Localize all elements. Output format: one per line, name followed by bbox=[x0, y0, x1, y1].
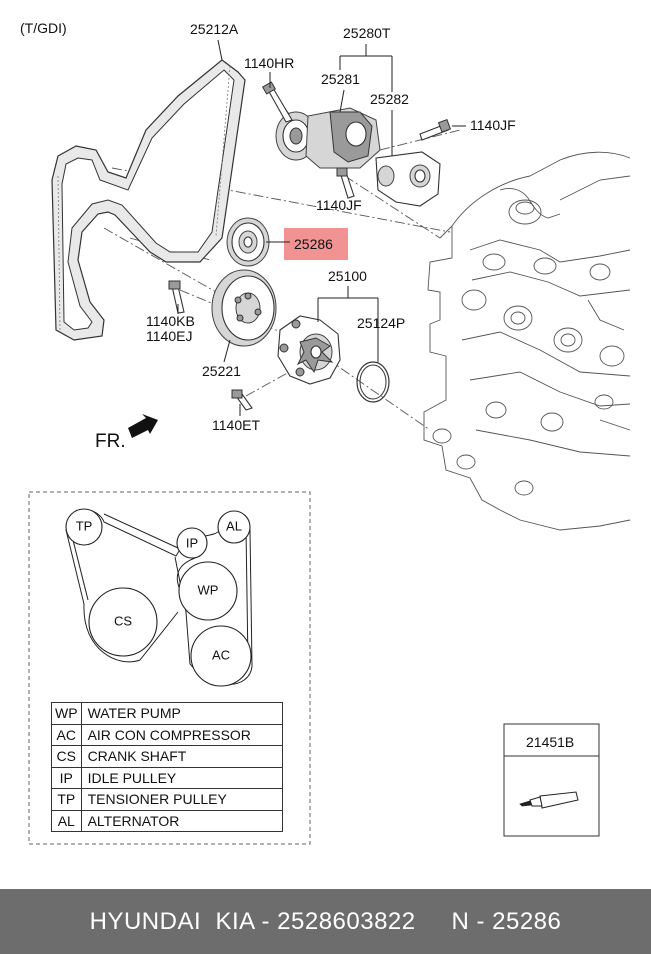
routing-label-ip: IP bbox=[186, 535, 198, 550]
legend-desc: CRANK SHAFT bbox=[80, 745, 283, 768]
sealant-box bbox=[503, 723, 600, 837]
legend-row: IP IDLE PULLEY bbox=[51, 766, 283, 789]
legend-row: WP WATER PUMP bbox=[51, 702, 283, 725]
leader-tensioner bbox=[339, 89, 345, 113]
legend-abbr: CS bbox=[51, 745, 82, 768]
legend-desc: TENSIONER PULLEY bbox=[80, 788, 283, 811]
gasket bbox=[356, 361, 390, 403]
leader-belt bbox=[217, 39, 223, 61]
label-pump-pulley: 25221 bbox=[202, 363, 241, 379]
pump-pulley bbox=[211, 269, 277, 347]
legend-abbr: AC bbox=[51, 723, 82, 746]
label-tensioner-bracket: 25282 bbox=[370, 91, 409, 107]
routing-label-ac: AC bbox=[212, 647, 230, 662]
leader-tensioner-assy bbox=[339, 44, 393, 92]
legend-desc: AIR CON COMPRESSOR bbox=[80, 723, 283, 746]
legend-desc: ALTERNATOR bbox=[80, 809, 283, 832]
sealant-tube-icon bbox=[519, 791, 579, 809]
label-water-pump-assy: 25100 bbox=[328, 268, 367, 284]
label-bolt-1140ej: 1140EJ bbox=[146, 328, 192, 344]
label-bolt-1140jf-lower: 1140JF bbox=[316, 197, 362, 213]
label-bolt-1140jf-right: 1140JF bbox=[470, 117, 516, 133]
front-direction-arrow bbox=[128, 414, 158, 438]
routing-label-wp: WP bbox=[198, 582, 219, 597]
water-pump bbox=[277, 315, 341, 385]
legend-desc: WATER PUMP bbox=[80, 702, 283, 725]
bolt-1140jf-right bbox=[419, 118, 452, 141]
routing-circle-al bbox=[217, 510, 251, 544]
routing-circle-ac bbox=[190, 625, 252, 687]
belt-routing-box bbox=[28, 491, 311, 845]
legend-desc: IDLE PULLEY bbox=[80, 766, 283, 789]
routing-circle-tp bbox=[65, 508, 103, 546]
footer-brand-part-number: HYUNDAI KIA - 2528603822 bbox=[89, 907, 416, 935]
bolt-1140jf-lower bbox=[336, 167, 355, 199]
label-gasket: 25124P bbox=[357, 315, 405, 331]
legend-row: TP TENSIONER PULLEY bbox=[51, 788, 283, 811]
routing-circle-ip bbox=[176, 527, 208, 559]
bolt-1140et bbox=[231, 389, 253, 411]
legend-table: WP WATER PUMP AC AIR CON COMPRESSOR CS C… bbox=[51, 702, 283, 832]
label-bolt-1140hr: 1140HR bbox=[244, 55, 294, 71]
leader-pump-pulley bbox=[223, 339, 231, 363]
label-tensioner: 25281 bbox=[321, 71, 360, 87]
routing-label-tp: TP bbox=[76, 518, 93, 533]
label-bolt-1140et: 1140ET bbox=[212, 417, 260, 433]
legend-abbr: WP bbox=[51, 702, 82, 725]
footer-spacer bbox=[416, 908, 452, 936]
belt-routing-diagram: TP IP AL WP CS AC bbox=[65, 508, 253, 687]
variant-label: (T/GDI) bbox=[20, 20, 67, 36]
sealant-part-no: 21451B bbox=[526, 734, 574, 750]
idler-pulley bbox=[226, 217, 270, 267]
bolt-1140hr bbox=[261, 81, 293, 123]
legend-row: AL ALTERNATOR bbox=[51, 809, 283, 832]
label-tensioner-assy: 25280T bbox=[343, 25, 391, 41]
label-bolt-1140kb: 1140KB bbox=[146, 313, 195, 329]
leader-water-pump-assy bbox=[317, 286, 379, 362]
routing-label-cs: CS bbox=[114, 613, 132, 628]
label-belt: 25212A bbox=[190, 21, 239, 37]
legend-abbr: IP bbox=[51, 766, 82, 789]
footer-part-reference: N - 25286 bbox=[451, 907, 562, 935]
label-idler-pulley: 25286 bbox=[294, 236, 333, 252]
idler-pulley-highlight bbox=[284, 228, 348, 260]
tensioner-assembly bbox=[275, 107, 441, 207]
routing-circle-cs bbox=[88, 587, 158, 657]
legend-abbr: AL bbox=[51, 809, 82, 832]
footer-bar: HYUNDAI KIA - 2528603822 N - 25286 bbox=[0, 889, 651, 954]
engine-block-outline bbox=[423, 151, 631, 531]
routing-circle-wp bbox=[178, 561, 238, 621]
legend-abbr: TP bbox=[51, 788, 82, 811]
legend-row: CS CRANK SHAFT bbox=[51, 745, 283, 768]
legend-row: AC AIR CON COMPRESSOR bbox=[51, 723, 283, 746]
routing-label-al: AL bbox=[226, 518, 242, 533]
front-label: FR. bbox=[95, 431, 126, 452]
bolt-1140kb bbox=[168, 280, 185, 314]
drive-belt bbox=[51, 59, 246, 341]
